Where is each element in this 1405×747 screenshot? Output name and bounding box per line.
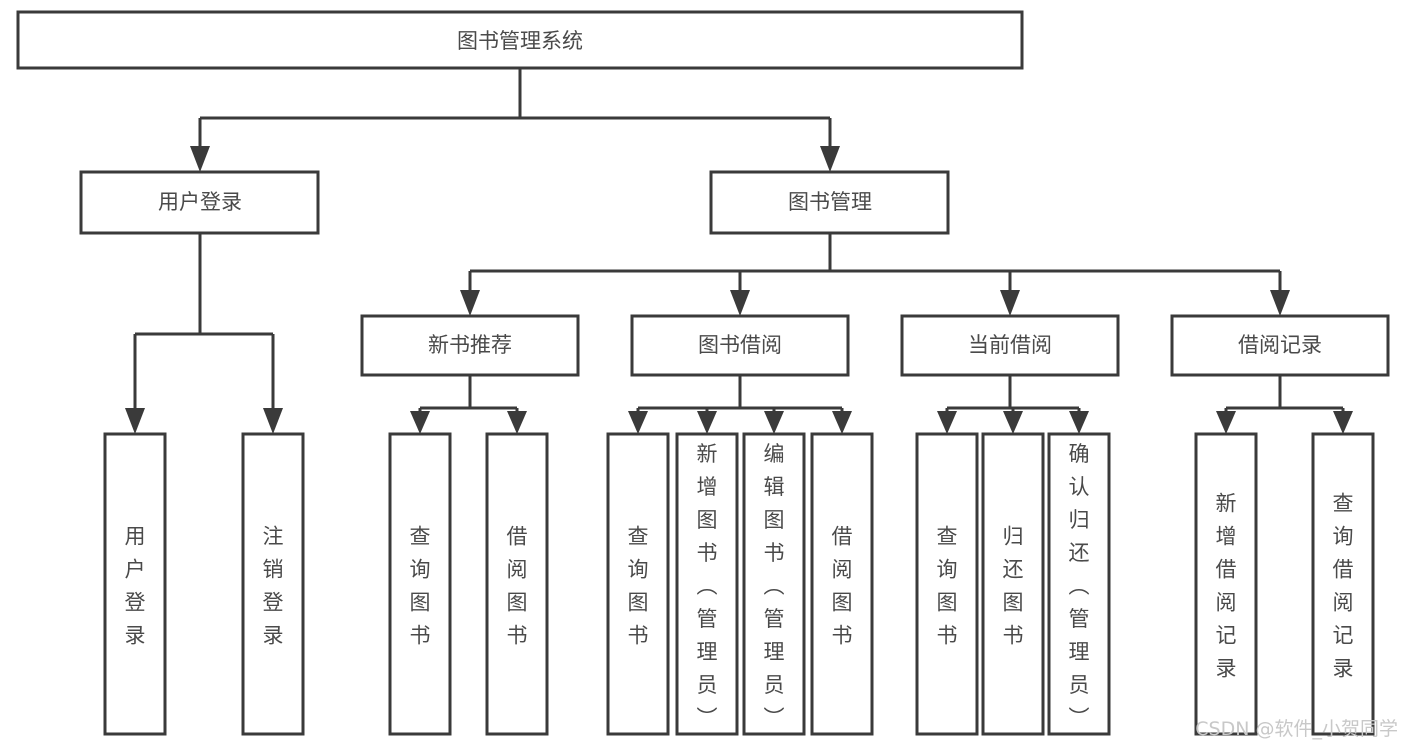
node-borrow-record[interactable]: 借阅记录 (1170, 314, 1390, 377)
node-leaf-logout-login-label: 注销登录 (263, 525, 284, 648)
arrow-head-leaf-query-book-1 (410, 411, 430, 434)
node-leaf-add-borrow-record-label: 新增借阅记录 (1216, 492, 1237, 681)
arrow-head-borrow-record (1270, 290, 1290, 316)
node-leaf-borrow-book-2[interactable]: 借阅图书 (810, 432, 874, 736)
arrow-head-new-book-recommend (460, 290, 480, 316)
node-current-borrow-box[interactable] (900, 314, 1120, 377)
node-current-borrow-label: 当前借阅 (968, 333, 1052, 357)
connector-group-root (190, 68, 840, 172)
node-new-book-recommend-label: 新书推荐 (428, 333, 512, 357)
node-leaf-query-borrow-record[interactable]: 查询借阅记录 (1311, 432, 1375, 736)
node-book-borrow-box[interactable] (630, 314, 850, 377)
node-leaf-query-borrow-record-box[interactable] (1311, 432, 1375, 736)
arrow-head-leaf-confirm-return-admin (1069, 411, 1089, 434)
node-leaf-query-book-2-label: 查询图书 (628, 525, 649, 648)
node-leaf-borrow-book-1[interactable]: 借阅图书 (485, 432, 549, 736)
node-leaf-query-book-2[interactable]: 查询图书 (606, 432, 670, 736)
node-leaf-return-book-box[interactable] (981, 432, 1045, 736)
node-leaf-query-book-1[interactable]: 查询图书 (388, 432, 452, 736)
node-leaf-return-book-label: 归还图书 (1003, 525, 1024, 648)
node-leaf-query-book-2-box[interactable] (606, 432, 670, 736)
node-book-management-label: 图书管理 (788, 190, 872, 214)
arrow-head-user-login (190, 146, 210, 172)
node-leaf-confirm-return-admin[interactable]: 确认归还︵管理员︶ (1047, 432, 1111, 736)
node-new-book-recommend-box[interactable] (360, 314, 580, 377)
csdn-watermark: CSDN @软件_小贺同学 (1195, 718, 1398, 740)
node-leaf-user-login[interactable]: 用户登录 (103, 432, 167, 736)
arrow-head-leaf-borrow-book-1 (507, 411, 527, 434)
node-leaf-user-login-box[interactable] (103, 432, 167, 736)
node-book-management[interactable]: 图书管理 (709, 170, 950, 235)
node-leaf-add-borrow-record-box[interactable] (1194, 432, 1258, 736)
connector-group-book-management (460, 233, 1290, 316)
node-leaf-logout-login-box[interactable] (241, 432, 305, 736)
node-leaf-confirm-return-admin-box[interactable] (1047, 432, 1111, 736)
node-leaf-borrow-book-2-label: 借阅图书 (832, 525, 853, 648)
node-book-management-box[interactable] (709, 170, 950, 235)
arrow-head-leaf-edit-book-admin (764, 411, 784, 434)
connector-group-new-book-recommend (410, 375, 527, 434)
node-user-login[interactable]: 用户登录 (79, 170, 320, 235)
node-leaf-return-book[interactable]: 归还图书 (981, 432, 1045, 736)
connector-group-borrow-record (1216, 375, 1353, 434)
node-leaf-user-login-label: 用户登录 (125, 525, 146, 648)
arrow-head-current-borrow (1000, 290, 1020, 316)
connector-group-book-borrow (628, 375, 852, 434)
node-leaf-edit-book-admin-label: 编辑图书︵管理员︶ (764, 442, 785, 730)
node-root-label: 图书管理系统 (457, 29, 583, 53)
arrow-head-leaf-return-book (1003, 411, 1023, 434)
node-leaf-borrow-book-1-box[interactable] (485, 432, 549, 736)
node-borrow-record-label: 借阅记录 (1238, 333, 1322, 357)
arrow-head-leaf-query-book-2 (628, 411, 648, 434)
node-leaf-edit-book-admin-box[interactable] (742, 432, 806, 736)
node-new-book-recommend[interactable]: 新书推荐 (360, 314, 580, 377)
arrow-head-book-management (820, 146, 840, 172)
node-leaf-add-book-admin[interactable]: 新增图书︵管理员︶ (675, 432, 739, 736)
node-leaf-query-book-1-box[interactable] (388, 432, 452, 736)
arrow-head-leaf-add-book-admin (697, 411, 717, 434)
node-leaf-query-book-3[interactable]: 查询图书 (915, 432, 979, 736)
node-user-login-box[interactable] (79, 170, 320, 235)
node-leaf-query-book-3-box[interactable] (915, 432, 979, 736)
node-book-borrow[interactable]: 图书借阅 (630, 314, 850, 377)
connector-group-current-borrow (937, 375, 1089, 434)
node-book-borrow-label: 图书借阅 (698, 333, 782, 357)
node-leaf-query-book-3-label: 查询图书 (937, 525, 958, 648)
arrow-head-leaf-query-book-3 (937, 411, 957, 434)
node-root-box[interactable] (16, 10, 1024, 70)
arrow-head-leaf-logout-login (263, 408, 283, 434)
node-leaf-add-book-admin-label: 新增图书︵管理员︶ (697, 442, 718, 730)
connector-group-user-login (125, 233, 283, 434)
leaf-node-layer: 用户登录 注销登录 查询图书 借阅图书 查询图书 新增图书︵管理员︶ 编辑图书︵管理员︶ 借阅… (103, 432, 1375, 736)
arrow-head-leaf-user-login (125, 408, 145, 434)
node-leaf-query-borrow-record-label: 查询借阅记录 (1333, 492, 1354, 681)
node-leaf-edit-book-admin[interactable]: 编辑图书︵管理员︶ (742, 432, 806, 736)
node-current-borrow[interactable]: 当前借阅 (900, 314, 1120, 377)
node-leaf-borrow-book-2-box[interactable] (810, 432, 874, 736)
node-leaf-borrow-book-1-label: 借阅图书 (507, 525, 528, 648)
node-borrow-record-box[interactable] (1170, 314, 1390, 377)
arrow-head-leaf-query-borrow-record (1333, 411, 1353, 434)
node-leaf-add-book-admin-box[interactable] (675, 432, 739, 736)
node-leaf-logout-login[interactable]: 注销登录 (241, 432, 305, 736)
arrow-head-leaf-borrow-book-2 (832, 411, 852, 434)
node-root[interactable]: 图书管理系统 (16, 10, 1024, 70)
node-leaf-confirm-return-admin-label: 确认归还︵管理员︶ (1069, 442, 1090, 730)
node-user-login-label: 用户登录 (158, 190, 242, 214)
arrow-head-book-borrow (730, 290, 750, 316)
node-leaf-query-book-1-label: 查询图书 (410, 525, 431, 648)
arrow-head-leaf-add-borrow-record (1216, 411, 1236, 434)
node-leaf-add-borrow-record[interactable]: 新增借阅记录 (1194, 432, 1258, 736)
